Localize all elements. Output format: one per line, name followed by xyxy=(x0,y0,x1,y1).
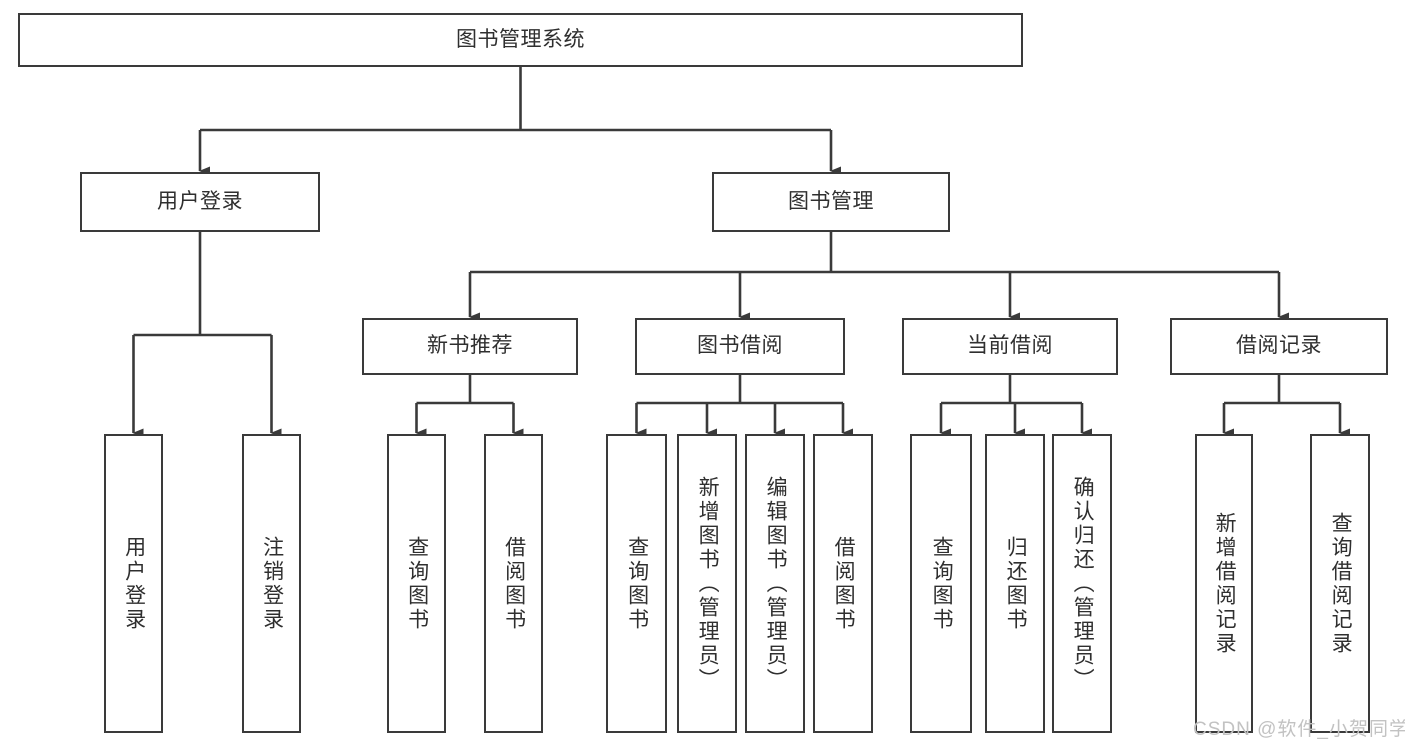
node-current-borrow[interactable]: 当前借阅 xyxy=(902,318,1118,375)
node-label: 图书管理系统 xyxy=(456,27,585,51)
edge-group xyxy=(132,67,1350,438)
node-user-login[interactable]: 用户登录 xyxy=(80,172,320,232)
node-leaf-borrow-book-2[interactable]: 借阅图书 xyxy=(813,434,873,733)
node-label: 图书借阅 xyxy=(697,334,783,358)
node-leaf-user-login[interactable]: 用户登录 xyxy=(104,434,163,733)
node-label: 确认归还（管理员） xyxy=(1071,475,1095,692)
node-label: 借阅图书 xyxy=(502,535,526,632)
node-leaf-return-book[interactable]: 归还图书 xyxy=(985,434,1045,733)
node-label: 编辑图书（管理员） xyxy=(764,475,788,692)
node-label: 归还图书 xyxy=(1004,535,1028,632)
node-borrow-record[interactable]: 借阅记录 xyxy=(1170,318,1388,375)
node-book-borrow[interactable]: 图书借阅 xyxy=(635,318,845,375)
node-leaf-add-book[interactable]: 新增图书（管理员） xyxy=(677,434,737,733)
node-leaf-borrow-book-1[interactable]: 借阅图书 xyxy=(484,434,543,733)
node-label: 借阅图书 xyxy=(832,535,856,632)
node-leaf-query-record[interactable]: 查询借阅记录 xyxy=(1310,434,1370,733)
node-leaf-query-book-1[interactable]: 查询图书 xyxy=(387,434,446,733)
node-label: 新增图书（管理员） xyxy=(696,475,720,692)
node-label: 图书管理 xyxy=(788,189,874,213)
node-leaf-add-record[interactable]: 新增借阅记录 xyxy=(1195,434,1253,733)
node-label: 借阅记录 xyxy=(1236,334,1322,358)
node-leaf-query-book-2[interactable]: 查询图书 xyxy=(606,434,667,733)
node-label: 新增借阅记录 xyxy=(1213,511,1237,656)
node-leaf-confirm-return[interactable]: 确认归还（管理员） xyxy=(1052,434,1112,733)
node-label: 查询借阅记录 xyxy=(1329,511,1353,656)
node-label: 查询图书 xyxy=(625,535,649,632)
node-label: 查询图书 xyxy=(930,535,954,632)
node-label: 用户登录 xyxy=(157,189,243,213)
node-book-manage[interactable]: 图书管理 xyxy=(712,172,950,232)
node-label: 注销登录 xyxy=(260,535,284,632)
node-leaf-user-logout[interactable]: 注销登录 xyxy=(242,434,301,733)
node-label: 当前借阅 xyxy=(967,334,1053,358)
node-label: 新书推荐 xyxy=(427,334,513,358)
node-label: 用户登录 xyxy=(122,535,146,632)
node-new-book-rec[interactable]: 新书推荐 xyxy=(362,318,578,375)
node-leaf-edit-book[interactable]: 编辑图书（管理员） xyxy=(745,434,805,733)
watermark: CSDN @软件_小贺同学 xyxy=(1193,719,1405,740)
node-leaf-query-book-3[interactable]: 查询图书 xyxy=(910,434,972,733)
node-label: 查询图书 xyxy=(405,535,429,632)
node-root[interactable]: 图书管理系统 xyxy=(18,13,1023,67)
